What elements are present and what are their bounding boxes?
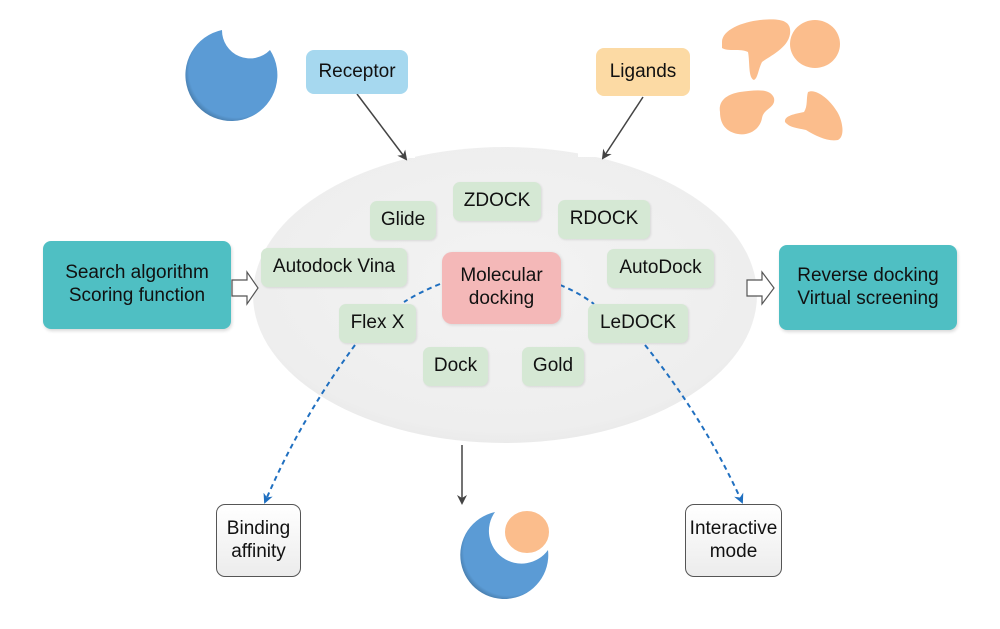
interactive-mode-box: Interactive mode [685,504,782,577]
ellipse-notch-left [370,146,415,158]
tool-zdock: ZDOCK [453,182,541,221]
ligand-blobs-icon [719,19,843,141]
dashed-center-to-ledock [559,284,595,305]
tool-label: Dock [433,355,478,377]
dashed-center-to-flexx [403,283,441,303]
ligands-label-box: Ligands [596,48,690,96]
binding-affinity-box: Binding affinity [216,504,301,577]
tool-label: RDOCK [569,208,639,230]
dashed-ledock-to-interactive [644,344,744,504]
ellipse-notch-right [578,146,628,157]
center-label-line1: Molecular [460,265,543,287]
output-right-line1: Interactive [689,517,778,539]
tool-label: Autodock Vina [272,256,396,278]
right-box-line1: Reverse docking [797,264,939,286]
ligands-arrow [601,96,644,160]
search-scoring-box: Search algorithm Scoring function [43,241,231,329]
tool-flex-x: Flex X [339,304,416,343]
tool-label: AutoDock [619,257,702,279]
output-right-line2: mode [709,540,758,562]
tool-glide: Glide [370,201,436,240]
tool-autodock-vina: Autodock Vina [261,248,407,287]
dashed-flexx-to-binding [263,344,356,504]
tool-autodock: AutoDock [607,249,714,288]
output-left-line1: Binding [226,517,291,539]
tool-label: Flex X [350,312,405,334]
left-box-line2: Scoring function [68,285,206,306]
receptor-pac-circle-icon [185,30,278,122]
tool-ledock: LeDOCK [588,304,688,343]
tool-label: ZDOCK [463,190,531,212]
ligands-label: Ligands [609,60,677,82]
output-left-line2: affinity [231,540,286,562]
reverse-virtual-box: Reverse docking Virtual screening [779,245,957,330]
molecular-docking-box: Molecular docking [442,252,561,324]
receptor-label-box: Receptor [306,50,408,94]
left-block-arrow [231,270,259,306]
receptor-arrow [356,93,408,161]
receptor-label: Receptor [318,60,396,82]
right-block-arrow [746,270,775,306]
tool-label: LeDOCK [599,312,677,334]
tool-gold: Gold [522,347,584,386]
right-box-line2: Virtual screening [797,287,939,309]
tool-rdock: RDOCK [558,200,650,239]
left-box-line1: Search algorithm [65,262,209,284]
tool-label: Gold [532,355,574,377]
receptor-ligand-complex-icon [460,509,551,600]
tool-label: Glide [380,209,426,231]
center-label-line2: docking [468,288,535,309]
tool-dock: Dock [423,347,488,386]
